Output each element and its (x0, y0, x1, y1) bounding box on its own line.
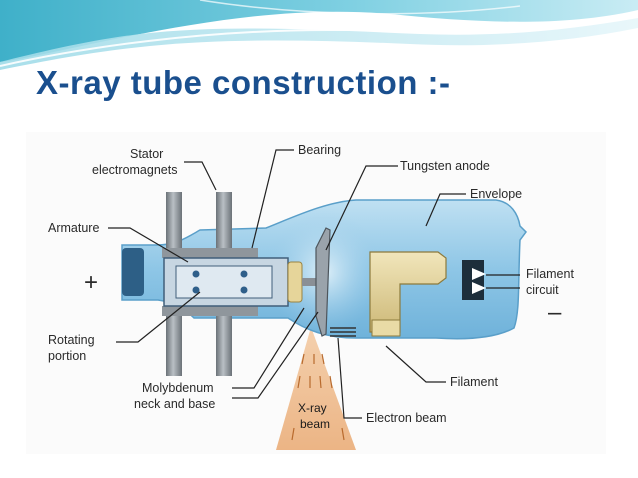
leader-lines (108, 149, 520, 419)
label-filament-circuit-2: circuit (526, 283, 559, 297)
xray-tube-diagram: Stator electromagnets Bearing Tungsten a… (26, 132, 606, 454)
header-wave-decoration (0, 0, 638, 70)
label-xray: X-ray (298, 401, 327, 415)
label-envelope: Envelope (470, 187, 522, 201)
label-molybdenum-2: neck and base (134, 397, 215, 411)
label-molybdenum: Molybdenum (142, 381, 214, 395)
label-minus: – (548, 299, 562, 326)
label-bearing: Bearing (298, 143, 341, 157)
label-stator-2: electromagnets (92, 163, 177, 177)
tungsten-anode-disk (315, 227, 331, 337)
label-rotating-2: portion (48, 349, 86, 363)
label-filament-circuit: Filament (526, 267, 574, 281)
label-xray-beam: beam (300, 417, 330, 431)
label-rotating: Rotating (48, 333, 95, 347)
label-electron-beam: Electron beam (366, 411, 447, 425)
xray-beam (276, 327, 356, 450)
cathode-assembly (330, 251, 486, 337)
label-filament: Filament (450, 375, 498, 389)
xray-tube-illustration: Stator electromagnets Bearing Tungsten a… (48, 143, 574, 450)
label-plus: + (84, 269, 98, 296)
rotor-armature (163, 257, 303, 307)
label-armature: Armature (48, 221, 99, 235)
label-stator: Stator (130, 147, 163, 161)
label-tungsten-anode: Tungsten anode (400, 159, 490, 173)
slide-title: X-ray tube construction :- (36, 64, 451, 101)
stator-electromagnets (162, 192, 258, 376)
anode-terminal (122, 248, 144, 296)
